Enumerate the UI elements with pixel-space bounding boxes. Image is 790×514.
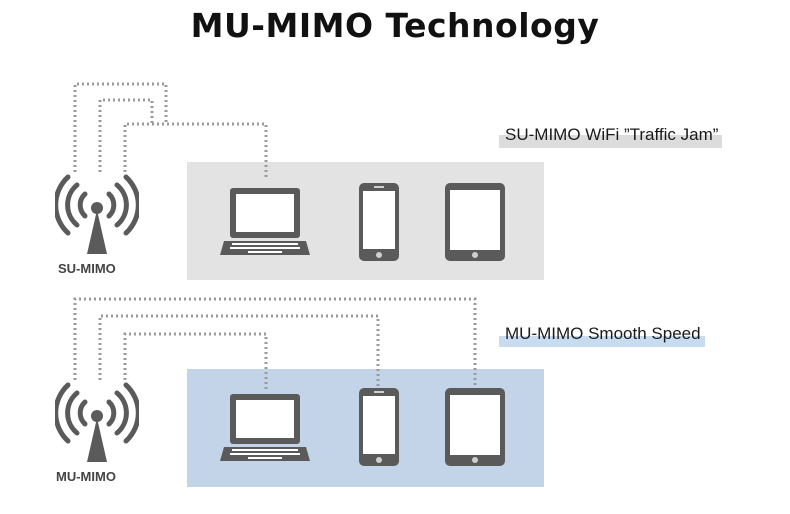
mu-smartphone-icon: [359, 388, 399, 466]
su-smartphone-icon: [359, 183, 399, 261]
mu-link-tablet: [123, 332, 268, 392]
mu-mimo-label: MU-MIMO Smooth Speed: [499, 322, 705, 347]
su-mimo-label: SU-MIMO WiFi ”Traffic Jam”: [499, 123, 723, 148]
su-link-2: [98, 98, 154, 172]
su-antenna-caption: SU-MIMO: [58, 261, 116, 276]
mu-antenna-icon: [55, 382, 139, 462]
page-title: MU-MIMO Technology: [190, 6, 600, 45]
mu-laptop-icon: [220, 394, 310, 461]
mu-antenna-caption: MU-MIMO: [56, 469, 116, 484]
su-tablet-icon: [445, 183, 505, 261]
su-link-1: [73, 82, 168, 172]
mu-tablet-icon: [445, 388, 505, 466]
su-laptop-icon: [220, 188, 310, 255]
su-antenna-icon: [55, 174, 139, 254]
mu-link-phone: [98, 314, 380, 388]
su-link-3: [123, 122, 268, 180]
mu-link-laptop: [73, 297, 477, 388]
